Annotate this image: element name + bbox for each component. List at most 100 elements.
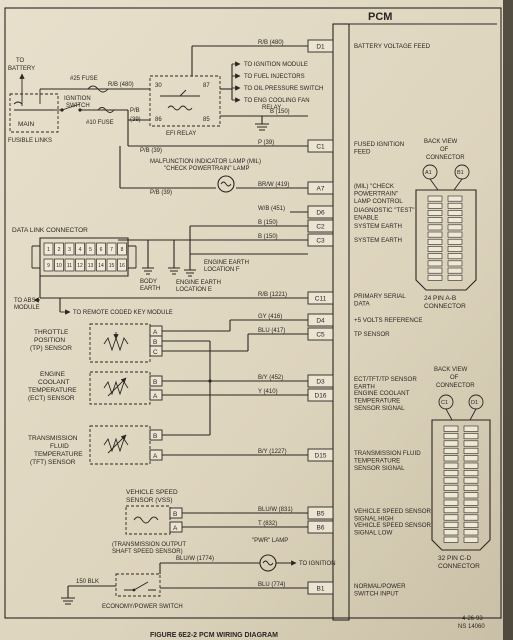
dlc-pin-cell <box>117 258 127 272</box>
ect-pin-a: A <box>153 393 158 400</box>
pin-id: D1 <box>316 44 325 51</box>
pin-wire-label: BLU (417) <box>258 328 285 334</box>
dlc-pin-number: 1 <box>47 247 50 253</box>
fusible-link-box <box>9 93 59 133</box>
tp-name-3: (TP) SENSOR <box>30 345 72 352</box>
output-oil-pressure: TO OIL PRESSURE SWITCH <box>244 86 323 92</box>
pin-description: TRANSMISSION FLUID <box>354 450 421 457</box>
connector-cavity <box>427 202 443 209</box>
connector-cavity <box>427 231 443 238</box>
wire-pb39-mil: P/B (39) <box>150 190 172 196</box>
wire-bluw1774: BLU/W (1774) <box>176 556 214 562</box>
relay-label: EFI RELAY <box>166 131 196 137</box>
ignition-switch-line2: SWITCH <box>66 103 90 109</box>
pin-id: B1 <box>317 586 325 593</box>
engine-earth-f-line2: LOCATION F <box>204 267 240 273</box>
pin-description: TEMPERATURE <box>354 458 400 465</box>
connector-cavity <box>427 195 443 202</box>
engine-earth-e-line1: ENGINE EARTH <box>176 280 221 286</box>
efi-relay: 30 87 86 85 EFI RELAY <box>149 75 221 137</box>
mil-title-line1: MALFUNCTION INDICATOR LAMP (MIL) <box>150 159 261 165</box>
economy-switch-label: ECONOMY/POWER SWITCH <box>102 604 183 610</box>
blk150-label: 150 BLK <box>76 579 99 585</box>
dlc-pin-cell <box>54 242 64 256</box>
connector-cavity <box>463 536 479 543</box>
connector-cavity <box>427 217 443 224</box>
footer-code: NS 14060 <box>458 624 485 630</box>
dlc-pin-cell <box>85 242 96 256</box>
tft-name-3: TEMPERATURE <box>34 451 83 458</box>
pcm-title: PCM <box>368 11 392 23</box>
footer-caption: FIGURE 6E2-2 PCM WIRING DIAGRAM <box>150 632 278 639</box>
connector-cavity <box>463 492 479 499</box>
relay-pin-87: 87 <box>203 83 210 89</box>
pin-id: B6 <box>317 525 325 532</box>
mil-title-line2: "CHECK POWERTRAIN" LAMP <box>164 166 250 172</box>
connector-cavity <box>443 455 459 462</box>
dlc-pin-number: 9 <box>47 263 50 269</box>
connector-cavity <box>463 521 479 528</box>
vss-pin-a: A <box>173 525 178 532</box>
pin-wire-label: P (39) <box>258 140 274 146</box>
connector-cavity <box>447 260 463 267</box>
remote-label: TO REMOTE CODED KEY MODULE <box>73 310 173 316</box>
dlc-pin-number: 4 <box>79 247 82 253</box>
connector-cavity <box>447 231 463 238</box>
pin-wire-label: B/Y (452) <box>258 375 283 381</box>
output-eng-cooling-fan: TO ENG COOLING FAN <box>244 98 310 104</box>
dlc-pin-number: 15 <box>109 263 115 269</box>
earth-symbol-body <box>142 267 154 275</box>
tp-pin-a: A <box>153 329 158 336</box>
connector-cavity <box>463 447 479 454</box>
pin-description: EARTH <box>354 384 375 391</box>
dlc-pin-number: 11 <box>67 263 72 269</box>
tp-name-1: THROTTLE <box>34 329 69 336</box>
conn-cd-title-3: CONNECTOR <box>436 383 475 389</box>
pin-description: TP SENSOR <box>354 331 390 338</box>
connector-cavity <box>443 529 459 536</box>
connector-cavity <box>443 477 459 484</box>
pin-id: D16 <box>315 393 327 400</box>
pin-id: C11 <box>315 296 327 303</box>
relay-pin-85: 85 <box>203 117 210 123</box>
tft-pin-b: B <box>153 433 157 440</box>
vss-sub-2: SHAFT SPEED SENSOR) <box>112 549 183 555</box>
pin-description: SWITCH INPUT <box>354 591 399 598</box>
connector-cavity <box>427 210 443 216</box>
connector-cavity <box>447 246 463 252</box>
power-section: TO BATTERY MAIN FUSIBLE LINKS #25 FUSE R… <box>8 45 323 154</box>
tft-sensor: TRANSMISSION FLUID TEMPERATURE (TFT) SEN… <box>28 379 308 466</box>
connector-cavity <box>443 462 459 469</box>
connector-cavity <box>443 425 459 432</box>
pin-description: +5 VOLTS REFERENCE <box>354 317 422 324</box>
conn-ab-title-2: OF <box>440 147 449 153</box>
tp-pin-b: B <box>153 339 157 346</box>
dlc-pin-number: 13 <box>88 263 94 269</box>
pin-id: A7 <box>317 186 325 193</box>
connector-cavity <box>463 462 479 469</box>
conn-cd-cavity-d1: D1 <box>471 400 478 406</box>
main-label: MAIN <box>18 121 35 128</box>
pin-description: TEMPERATURE <box>354 398 400 405</box>
dlc-pin-number: 12 <box>77 263 83 269</box>
vss-sensor: VEHICLE SPEED SENSOR (VSS) B A (TRANSMIS… <box>112 489 308 555</box>
output-relay: RELAY <box>262 105 281 111</box>
connector-cd: BACK VIEW OF CONNECTOR C1 D1 32 PIN C-D … <box>431 367 491 570</box>
conn-cd-title-1: BACK VIEW <box>434 367 468 373</box>
ect-name-2: COOLANT <box>38 379 69 386</box>
connector-cavity <box>463 514 479 521</box>
dlc-pin-cell <box>117 242 127 256</box>
connector-cavity <box>447 195 463 202</box>
connector-cavity <box>463 477 479 484</box>
connector-cavity <box>443 447 459 454</box>
pin-description: PRIMARY SERIAL <box>354 293 406 300</box>
abs-line1: TO ABS <box>14 298 36 304</box>
tp-name-2: POSITION <box>34 337 65 344</box>
body-earth-line1: BODY <box>140 279 157 285</box>
tft-name-2: FLUID <box>50 443 69 450</box>
mil-lamp: MALFUNCTION INDICATOR LAMP (MIL) "CHECK … <box>119 146 308 196</box>
